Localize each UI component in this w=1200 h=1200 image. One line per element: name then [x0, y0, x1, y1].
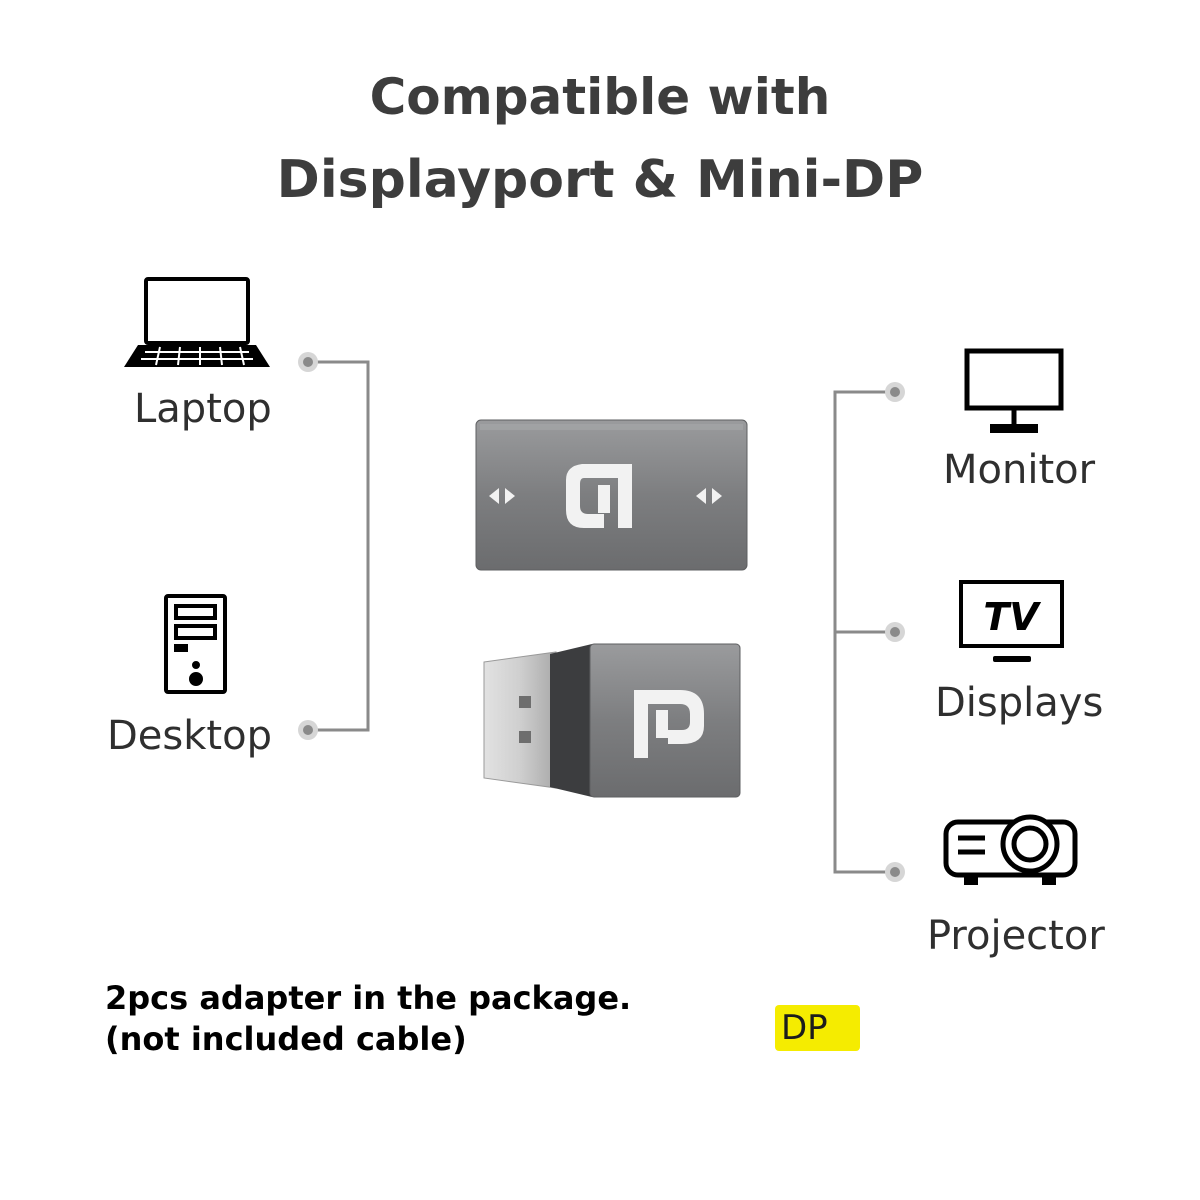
projector-icon	[943, 814, 1078, 885]
output-connector-dots	[885, 382, 905, 882]
source-label-laptop: Laptop	[134, 386, 272, 432]
source-connector-lines	[310, 360, 370, 732]
monitor-icon	[964, 348, 1064, 433]
output-connector-lines	[833, 390, 893, 874]
tv-icon-text: TV	[983, 595, 1041, 639]
output-label-projector: Projector	[927, 913, 1105, 959]
desktop-tower-icon	[164, 594, 227, 694]
displayport-male-female-adapter-icon	[483, 643, 741, 798]
package-note-line-2: (not included cable)	[105, 1020, 467, 1058]
tv-icon: TV	[959, 580, 1064, 662]
title-line-2: Displayport & Mini-DP	[276, 150, 924, 210]
title-line-1: Compatible with	[369, 68, 831, 126]
source-connector-dots	[298, 352, 318, 740]
dp-badge: DP	[775, 1005, 860, 1051]
package-note-line-1: 2pcs adapter in the package.	[105, 979, 632, 1017]
displayport-female-female-adapter-icon	[475, 419, 748, 571]
laptop-icon	[124, 277, 270, 367]
source-label-desktop: Desktop	[107, 713, 272, 759]
output-label-monitor: Monitor	[943, 447, 1096, 493]
output-label-displays: Displays	[935, 680, 1104, 726]
